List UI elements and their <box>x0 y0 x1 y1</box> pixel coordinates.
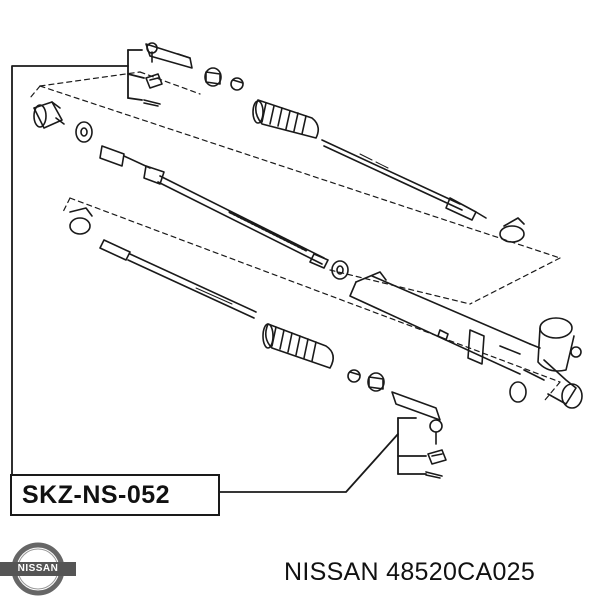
upper-cotter-pin <box>143 99 161 107</box>
upper-castle-nut <box>145 73 163 89</box>
lower-clip <box>347 369 361 383</box>
upper-inner-tie-rod <box>321 139 487 221</box>
part-code-label: SKZ-NS-052 <box>10 474 220 516</box>
lower-cotter-pin <box>425 471 443 479</box>
lower-castle-nut <box>427 449 447 465</box>
lower-tie-rod-end <box>391 391 443 445</box>
left-callout-bracket <box>11 49 145 475</box>
dashed-assembly-outline <box>29 71 561 401</box>
left-washer <box>75 121 93 143</box>
upper-clip <box>230 77 244 91</box>
lower-lock-nut <box>367 372 385 392</box>
nissan-logo-icon: NISSAN <box>0 540 76 600</box>
rack-housing <box>349 271 531 403</box>
rack-center-nut <box>331 260 349 280</box>
logo-brand-text: NISSAN <box>0 562 76 576</box>
upper-right-clamp <box>499 217 525 243</box>
right-callout-bracket <box>219 417 427 493</box>
upper-tie-rod-end <box>145 42 193 69</box>
left-mount-bushing <box>33 101 65 129</box>
upper-lock-nut <box>204 67 222 87</box>
lower-inner-tie-rod <box>99 239 257 319</box>
part-caption: NISSAN 48520CA025 <box>284 558 536 586</box>
lower-left-clamp <box>69 207 93 235</box>
upper-rack-boot <box>252 99 320 139</box>
main-rack-bar <box>99 145 329 269</box>
lower-rack-boot <box>262 323 334 369</box>
pinion-valve-housing <box>523 317 583 409</box>
